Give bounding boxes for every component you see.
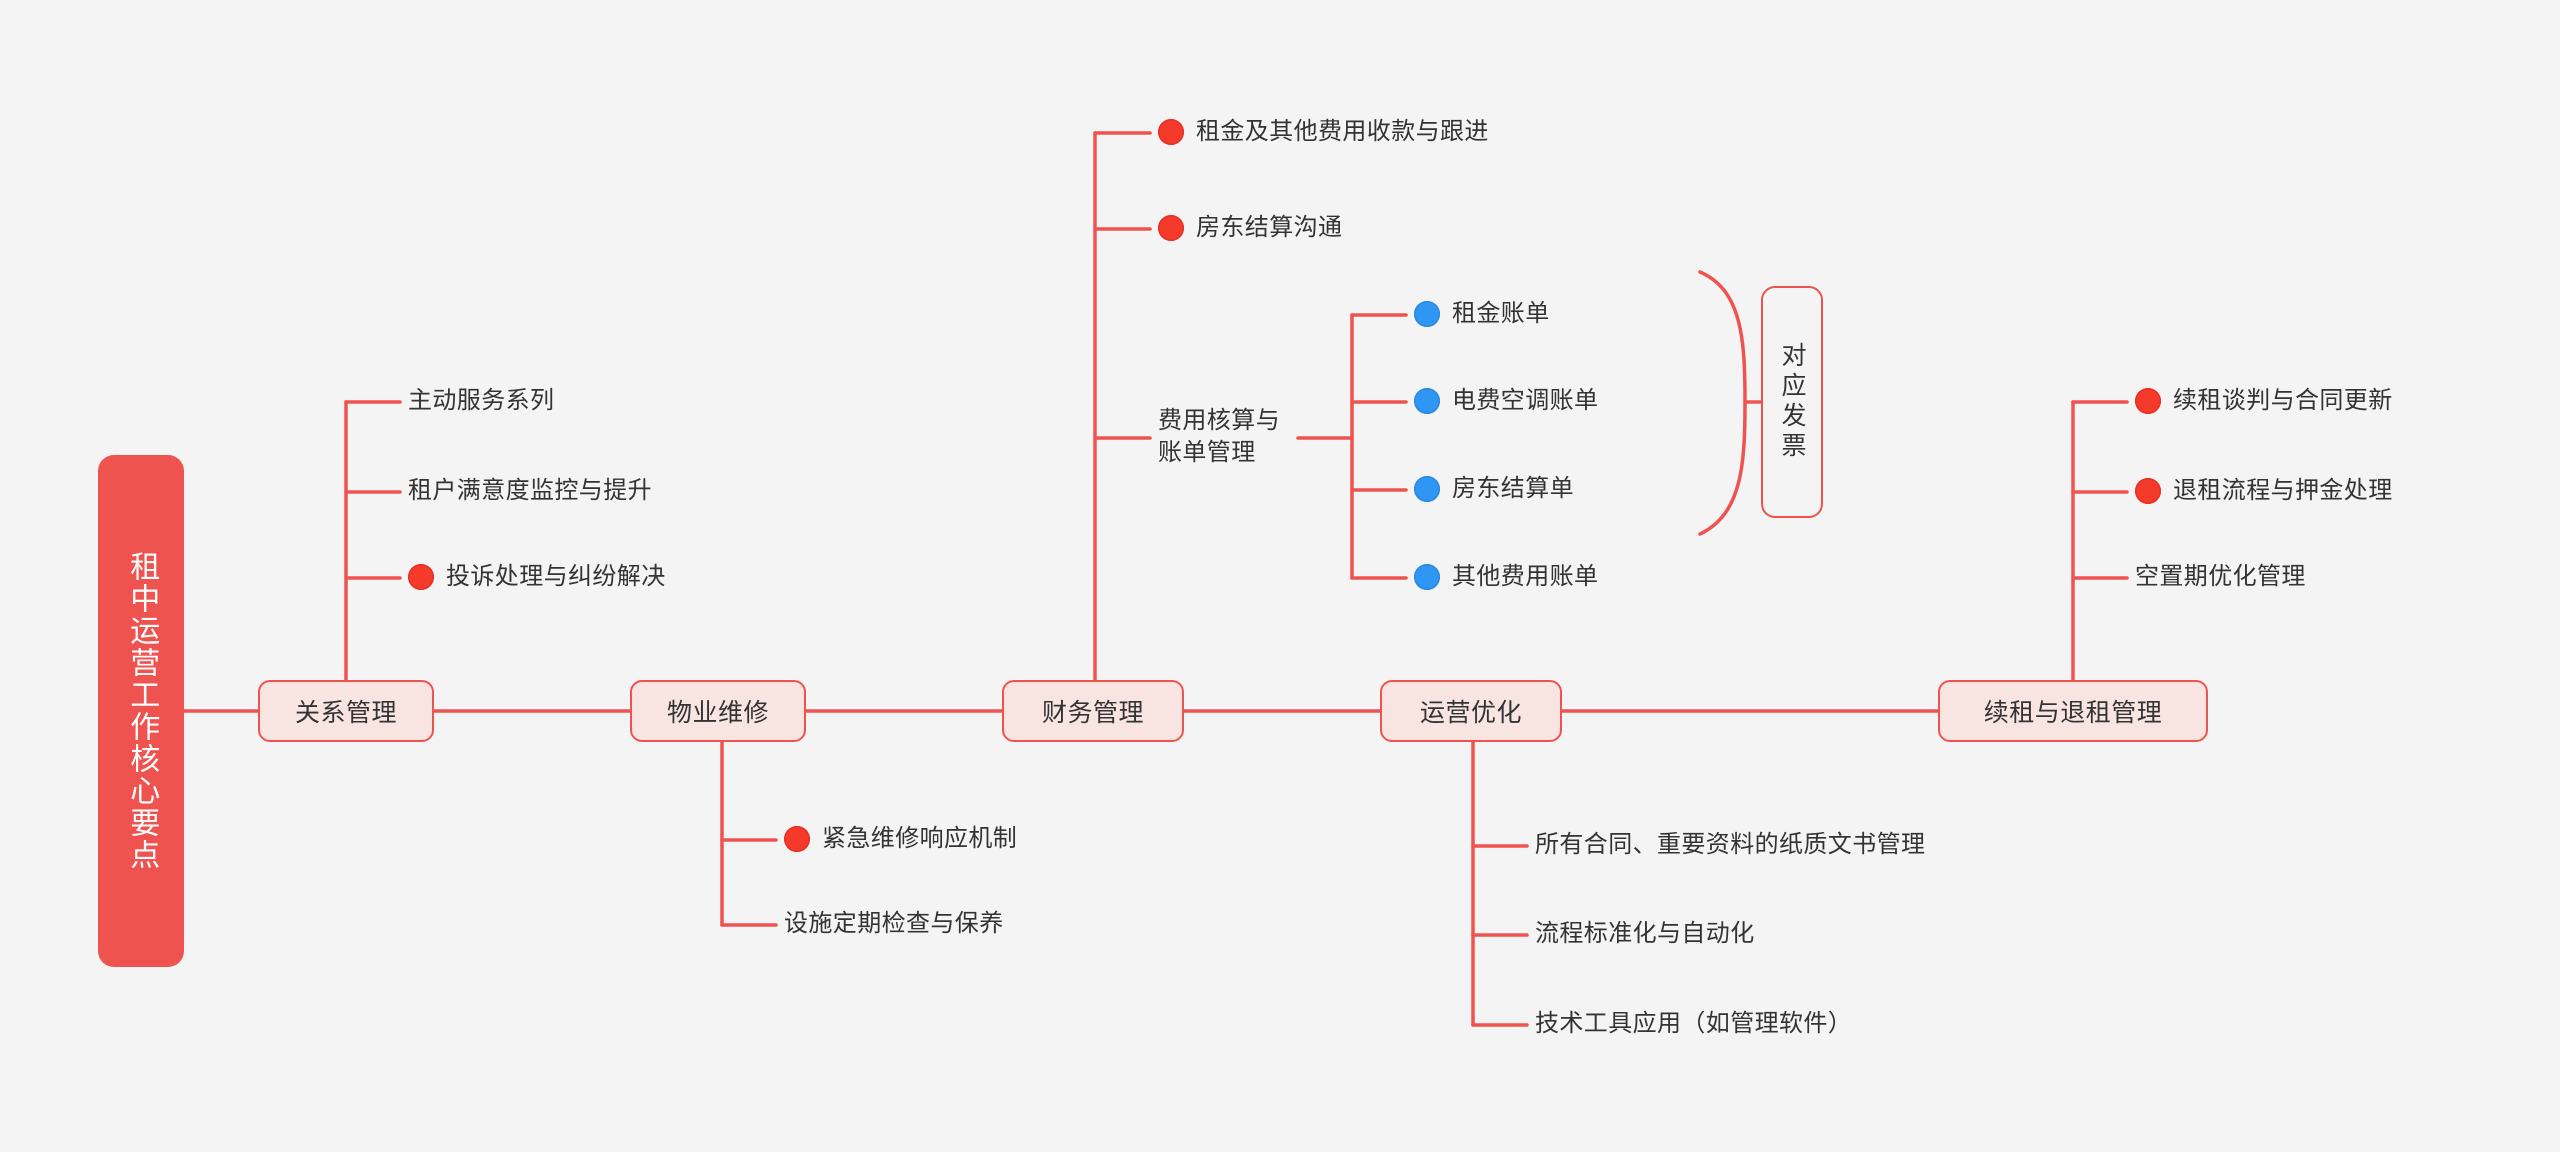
leaf-label: 房东结算沟通 — [1196, 214, 1343, 241]
branch-node-renewal-and-move-out[interactable]: 续租与退租管理 — [1938, 680, 2208, 742]
blue-status-dot-icon — [1414, 475, 1440, 502]
leaf-item[interactable]: 租户满意度监控与提升 — [408, 475, 652, 507]
leaf-item[interactable]: 续租谈判与合同更新 — [2135, 385, 2393, 417]
leaf-label: 租金及其他费用收款与跟进 — [1196, 118, 1489, 145]
blue-status-dot-icon — [1414, 300, 1440, 327]
leaf-label: 所有合同、重要资料的纸质文书管理 — [1535, 831, 1926, 858]
root-node[interactable]: 租中运营工作核心要点 — [98, 455, 184, 967]
leaf-label: 续租谈判与合同更新 — [2173, 387, 2393, 414]
leaf-label: 空置期优化管理 — [2135, 563, 2306, 590]
leaf-item[interactable]: 退租流程与押金处理 — [2135, 475, 2393, 507]
leaf-label: 租户满意度监控与提升 — [408, 477, 652, 504]
leaf-item-billing-group[interactable]: 费用核算与 账单管理 — [1158, 405, 1280, 468]
leaf-item[interactable]: 投诉处理与纠纷解决 — [408, 561, 666, 593]
leaf-label: 退租流程与押金处理 — [2173, 477, 2393, 504]
leaf-label: 费用核算与 账单管理 — [1158, 407, 1280, 466]
leaf-label: 电费空调账单 — [1452, 387, 1599, 414]
red-status-dot-icon — [2135, 477, 2161, 504]
callout-box-label: 对应发票 — [1778, 342, 1806, 462]
blue-status-dot-icon — [1414, 387, 1440, 414]
branch-node-label: 财务管理 — [1041, 699, 1144, 727]
leaf-item[interactable]: 流程标准化与自动化 — [1535, 918, 1755, 950]
branch-node-operations-optimization[interactable]: 运营优化 — [1380, 680, 1562, 742]
branch-node-financial-management[interactable]: 财务管理 — [1002, 680, 1184, 742]
branch-node-label: 续租与退租管理 — [1983, 699, 2163, 727]
leaf-item[interactable]: 租金及其他费用收款与跟进 — [1158, 116, 1489, 148]
leaf-item[interactable]: 电费空调账单 — [1414, 385, 1598, 417]
leaf-label: 房东结算单 — [1452, 475, 1574, 502]
red-status-dot-icon — [1158, 214, 1184, 241]
leaf-label: 其他费用账单 — [1452, 563, 1599, 590]
root-node-label: 租中运营工作核心要点 — [125, 551, 159, 871]
red-status-dot-icon — [2135, 387, 2161, 414]
red-status-dot-icon — [408, 563, 434, 590]
leaf-item[interactable]: 房东结算单 — [1414, 473, 1574, 505]
leaf-item[interactable]: 其他费用账单 — [1414, 561, 1598, 593]
branch-node-property-maintenance[interactable]: 物业维修 — [630, 680, 806, 742]
branch-node-label: 关系管理 — [294, 699, 397, 727]
leaf-label: 流程标准化与自动化 — [1535, 920, 1755, 947]
red-status-dot-icon — [784, 825, 810, 852]
blue-status-dot-icon — [1414, 563, 1440, 590]
leaf-label: 技术工具应用（如管理软件） — [1535, 1010, 1853, 1037]
red-status-dot-icon — [1158, 118, 1184, 145]
leaf-item[interactable]: 所有合同、重要资料的纸质文书管理 — [1535, 829, 1925, 861]
brace-invoice — [1698, 270, 1747, 536]
leaf-item[interactable]: 主动服务系列 — [408, 385, 554, 417]
leaf-label: 投诉处理与纠纷解决 — [446, 563, 666, 590]
leaf-item[interactable]: 房东结算沟通 — [1158, 212, 1342, 244]
branch-node-label: 运营优化 — [1419, 699, 1522, 727]
leaf-item[interactable]: 租金账单 — [1414, 298, 1550, 330]
leaf-label: 租金账单 — [1452, 300, 1550, 327]
leaf-item[interactable]: 紧急维修响应机制 — [784, 823, 1017, 855]
leaf-item[interactable]: 空置期优化管理 — [2135, 561, 2306, 593]
leaf-label: 紧急维修响应机制 — [822, 825, 1018, 852]
leaf-label: 主动服务系列 — [408, 387, 555, 414]
leaf-label: 设施定期检查与保养 — [784, 910, 1004, 937]
leaf-item[interactable]: 技术工具应用（如管理软件） — [1535, 1008, 1852, 1040]
callout-box-invoice[interactable]: 对应发票 — [1761, 286, 1823, 518]
branch-node-relationship-management[interactable]: 关系管理 — [258, 680, 434, 742]
leaf-item[interactable]: 设施定期检查与保养 — [784, 908, 1004, 940]
branch-node-label: 物业维修 — [666, 699, 769, 727]
